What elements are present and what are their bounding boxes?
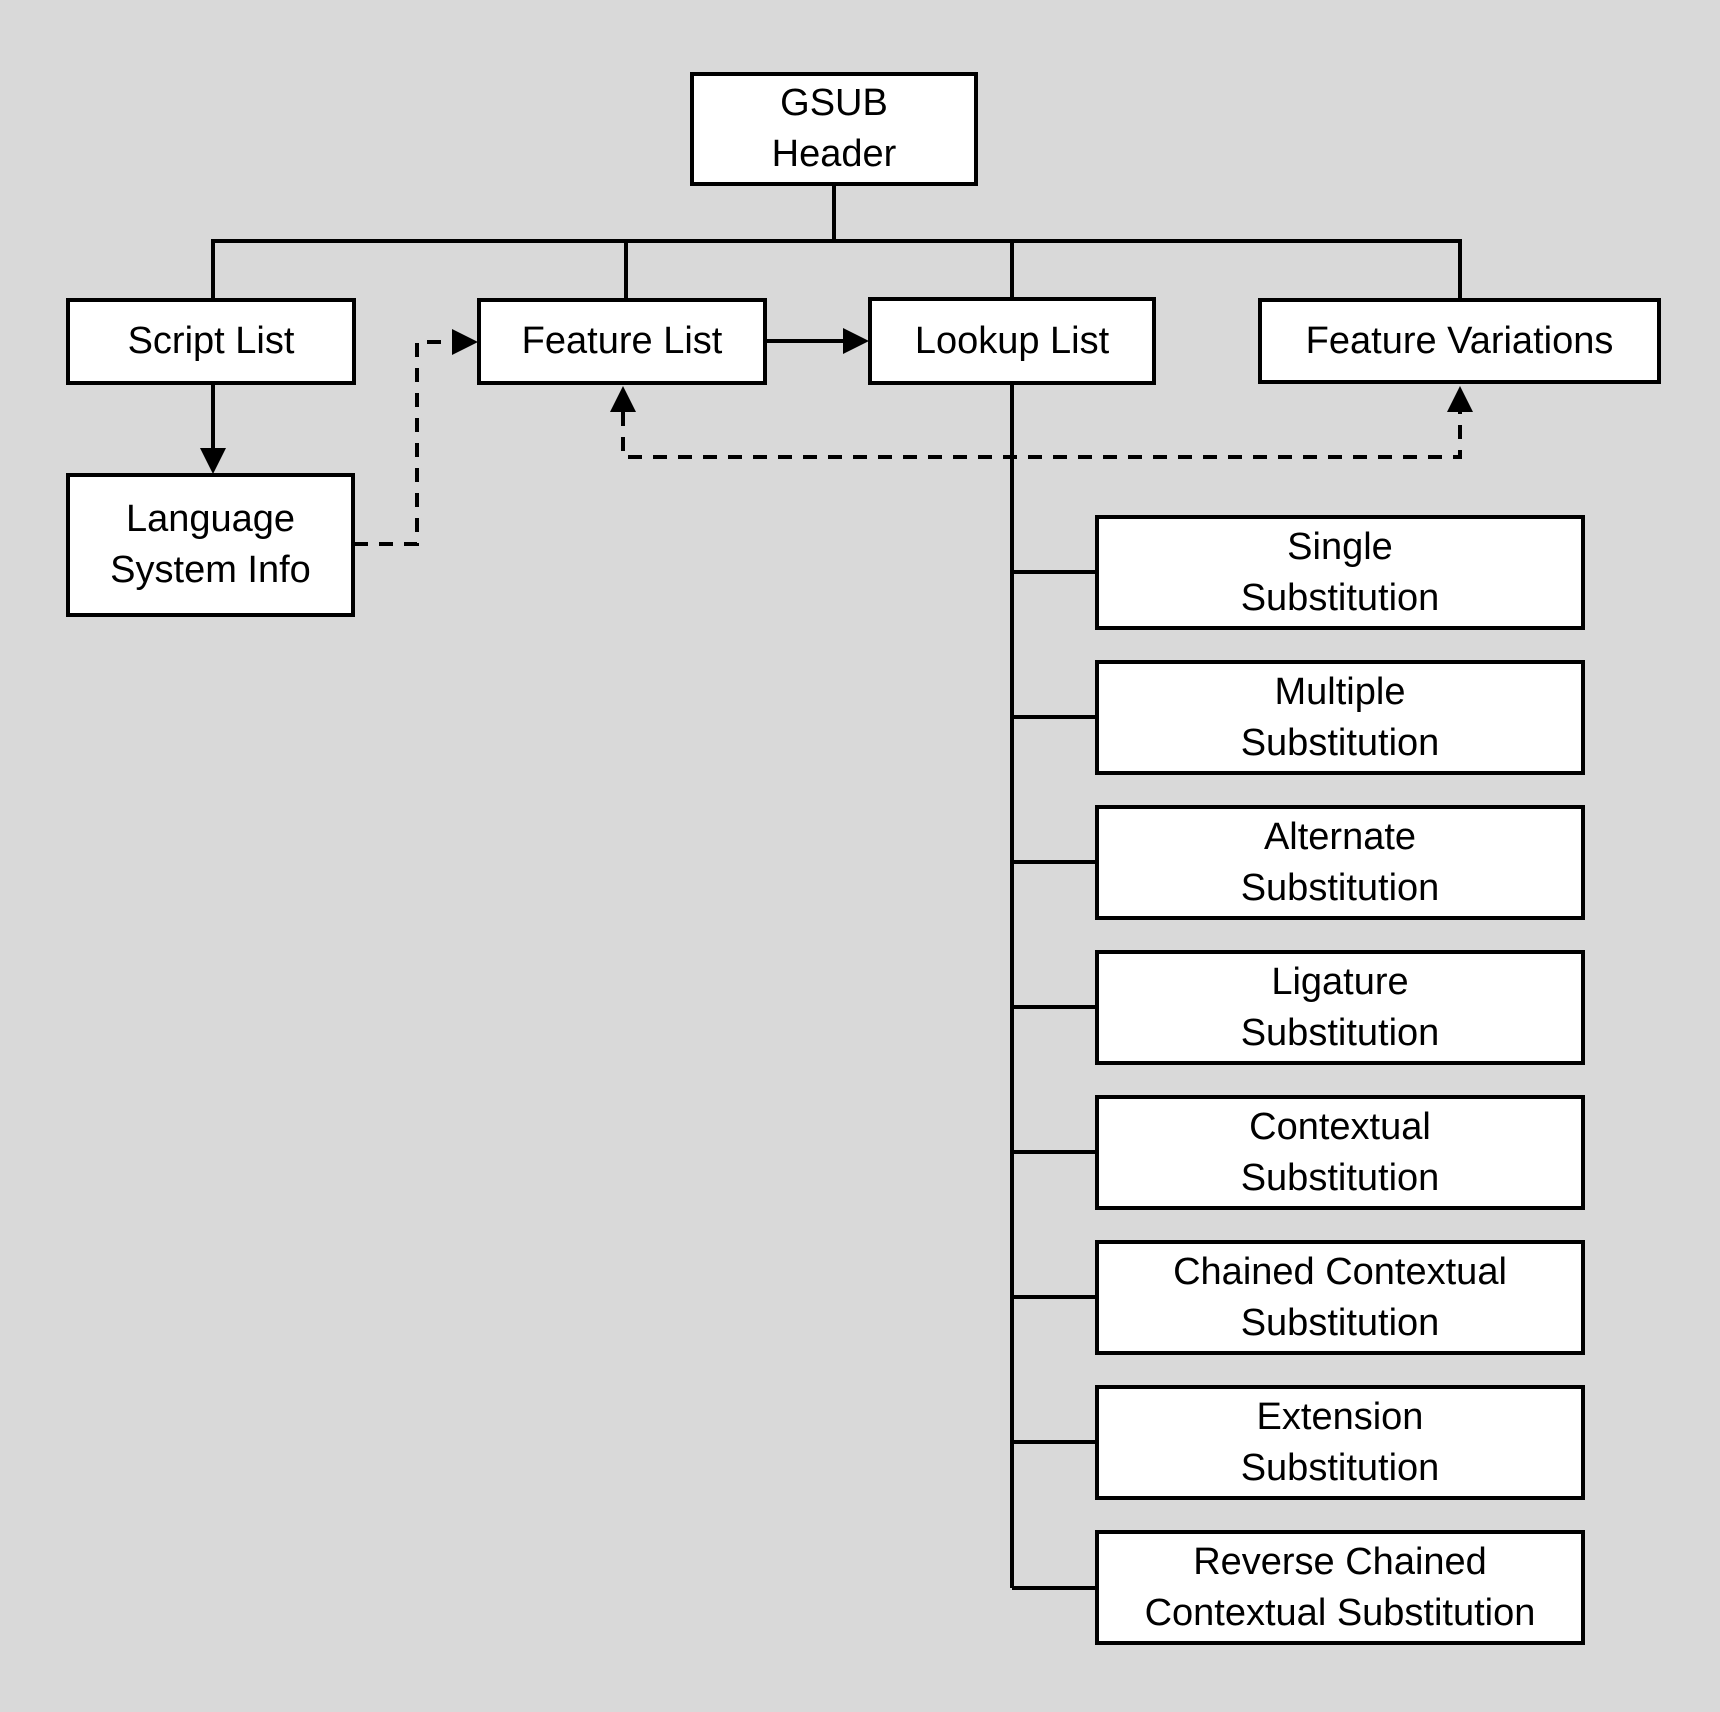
node-extension-substitution: Extension Substitution — [1095, 1385, 1585, 1500]
node-gsub-header: GSUB Header — [690, 72, 978, 186]
langsys-to-feature-dashed-line — [354, 340, 452, 546]
node-feature-list: Feature List — [477, 298, 767, 385]
node-alternate-substitution: Alternate Substitution — [1095, 805, 1585, 920]
node-multiple-substitution: Multiple Substitution — [1095, 660, 1585, 775]
node-label-line: Language — [125, 498, 296, 540]
node-label-line: Feature Variations — [1305, 319, 1614, 362]
node-label-line: Substitution — [1240, 576, 1440, 619]
node-label-line: Substitution — [1240, 1301, 1440, 1344]
node-single-substitution: Single Substitution — [1095, 515, 1585, 630]
node-label-line: Script List — [127, 320, 295, 362]
node-reverse-chained-contextual-substitution: Reverse Chained Contextual Substitution — [1095, 1530, 1585, 1645]
node-script-list: Script List — [66, 298, 356, 385]
node-label-line: System Info — [110, 549, 311, 591]
featvar-up-arrowhead — [1447, 386, 1473, 412]
node-label-line: Alternate — [1263, 815, 1417, 858]
header-children-bus-line — [211, 239, 1462, 298]
node-feature-variations: Feature Variations — [1258, 298, 1661, 384]
node-language-system-info: Language System Info — [66, 473, 355, 617]
node-lookup-list: Lookup List — [868, 297, 1156, 385]
node-label-line: Substitution — [1240, 1156, 1440, 1199]
node-label-line: Substitution — [1240, 1011, 1440, 1054]
node-ligature-substitution: Ligature Substitution — [1095, 950, 1585, 1065]
node-label-line: Substitution — [1240, 721, 1440, 764]
node-label-line: Multiple — [1274, 670, 1406, 713]
node-contextual-substitution: Contextual Substitution — [1095, 1095, 1585, 1210]
node-label-line: GSUB — [780, 82, 888, 124]
node-label-line: Header — [771, 133, 897, 175]
node-label-line: Reverse Chained — [1193, 1540, 1487, 1583]
node-label-line: Substitution — [1240, 1446, 1440, 1489]
node-chained-contextual-substitution: Chained Contextual Substitution — [1095, 1240, 1585, 1355]
node-label-line: Ligature — [1271, 960, 1409, 1003]
node-label-line: Feature List — [521, 320, 723, 362]
feature-up-arrowhead — [610, 386, 636, 412]
node-label-line: Substitution — [1240, 866, 1440, 909]
node-label-line: Chained Contextual — [1173, 1250, 1507, 1293]
script-to-langsys-arrowhead — [200, 448, 226, 474]
node-label-line: Lookup List — [914, 319, 1110, 362]
node-label-line: Single — [1287, 525, 1393, 568]
feature-featvar-dashed-line — [621, 412, 1462, 459]
node-label-line: Extension — [1256, 1395, 1424, 1438]
langsys-to-feature-arrowhead — [452, 329, 478, 355]
node-label-line: Contextual — [1249, 1105, 1431, 1148]
feature-to-lookup-arrowhead — [843, 328, 869, 354]
node-label-line: Contextual Substitution — [1144, 1591, 1536, 1634]
